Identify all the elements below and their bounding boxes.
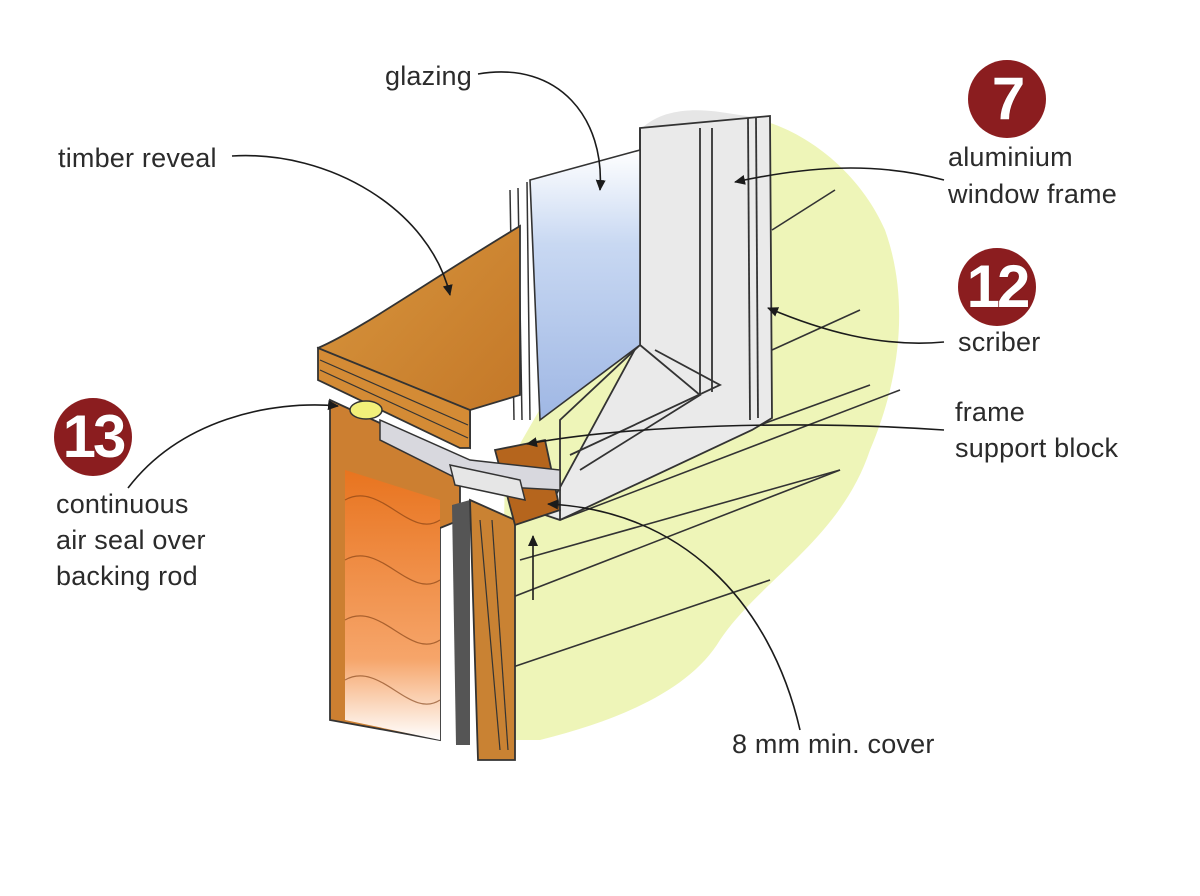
sill-tray — [448, 464, 527, 501]
weatherboards — [504, 189, 901, 669]
timber-reveal-edge — [317, 346, 471, 449]
badge-12: 12 — [958, 248, 1036, 326]
scriber-label: scriber — [958, 327, 1041, 357]
glazing-label: glazing — [385, 61, 472, 91]
frame-support-leader — [526, 424, 945, 448]
backing-rod — [349, 400, 383, 420]
aluminium-window-frame-label-2: window frame — [948, 179, 1117, 209]
insulation-lines — [344, 495, 441, 705]
air-seal-label-1: continuous — [56, 489, 189, 519]
glazing-pane — [529, 148, 641, 422]
min-cover-label: 8 mm min. cover — [732, 729, 935, 759]
frame-support-block-label-1: frame — [955, 397, 1026, 427]
air-seal-label-3: backing rod — [56, 561, 198, 591]
air-seal-label-2: air seal over — [56, 525, 206, 555]
badge-7: 7 — [968, 60, 1046, 138]
badge-13: 13 — [54, 398, 132, 476]
glazing-leader — [477, 71, 606, 191]
aluminium-leader — [734, 167, 945, 185]
cover-leader — [547, 499, 801, 731]
timber-reveal-label: timber reveal — [58, 143, 217, 173]
cladding-face — [469, 498, 516, 761]
timber-reveal-leader — [231, 154, 453, 296]
scriber-leader — [767, 307, 945, 344]
leader-lines — [127, 71, 945, 731]
insulation — [345, 470, 440, 740]
cavity — [452, 500, 470, 745]
sill-flashing — [379, 418, 561, 491]
aluminium-window-frame-label-1: aluminium — [948, 142, 1073, 172]
frame-support-block-label-2: support block — [955, 433, 1119, 463]
air-seal-leader — [127, 400, 339, 489]
aluminium-frame — [543, 115, 773, 521]
